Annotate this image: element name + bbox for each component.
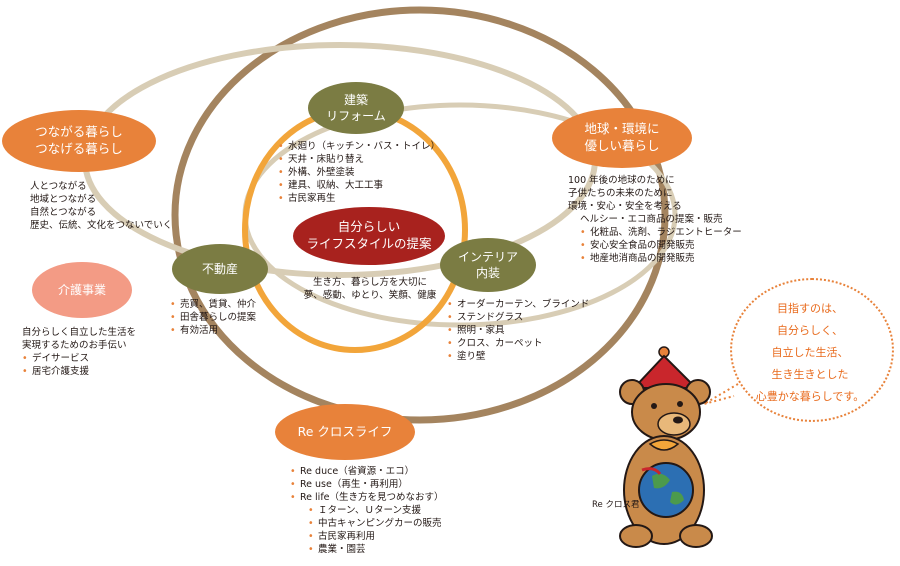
speech-tail	[703, 383, 739, 405]
list-item: クロス、カーペット	[447, 337, 589, 350]
list-item: 田舎暮らしの提案	[170, 311, 256, 324]
recross-ellipse: Re クロスライフ	[275, 404, 415, 460]
text-line: 子供たちの未来のために	[568, 188, 673, 199]
bear-mascot-icon	[619, 346, 713, 548]
text-line: 実現するためのお手伝い	[22, 340, 127, 351]
list-item: 地産地消商品の開発販売	[580, 252, 742, 265]
list-item: 古民家再利用	[290, 530, 444, 543]
connect-title: つながる暮らし つなげる暮らし	[35, 124, 123, 156]
interior-list: オーダーカーテン、ブラインド ステンドグラス 照明・家具 クロス、カーペット 塗…	[447, 298, 589, 363]
list-item: 天井・床貼り替え	[278, 153, 440, 166]
list-item: 建具、収納、大工工事	[278, 179, 440, 192]
real-estate-title: 不動産	[201, 261, 238, 276]
list-item: 古民家再生	[278, 192, 440, 205]
text-line: 環境・安心・安全を考える	[568, 201, 682, 212]
recross-list: Re duce（省資源・エコ） Re use（再生・再利用） Re life（生…	[290, 465, 444, 556]
text-line: 地域とつながる	[30, 194, 97, 205]
recross-title: Re クロスライフ	[297, 423, 393, 439]
text-line: 自分らしく自立した生活を	[22, 327, 137, 338]
list-item: 外構、外壁塗装	[278, 166, 440, 179]
list-item: 塗り壁	[447, 350, 589, 363]
care-text: 自分らしく自立した生活を 実現するためのお手伝い デイサービス 居宅介護支援	[22, 326, 136, 378]
outer-ring	[171, 6, 669, 424]
list-item: 売買、賃貸、仲介	[170, 298, 256, 311]
speech-line: 心豊かな暮らしです。	[755, 390, 865, 403]
list-item: 化粧品、洗剤、ラジエントヒーター	[580, 226, 742, 239]
earth-ellipse: 地球・環境に 優しい暮らし	[552, 108, 692, 168]
connect-ellipse: つながる暮らし つなげる暮らし	[2, 110, 156, 172]
speech-text: 目指すのは、 自分らしく、 自立した生活、 生き生きとした 心豊かな暮らしです。	[740, 298, 880, 408]
connect-text: 人とつながる 地域とつながる 自然とつながる 歴史、伝統、文化をつないでいく	[30, 180, 172, 232]
care-ellipse: 介護事業	[32, 262, 132, 318]
care-title: 介護事業	[57, 282, 106, 297]
text-line: ヘルシー・エコ商品の提案・販売	[580, 214, 723, 225]
list-item: 居宅介護支援	[22, 365, 136, 378]
list-item: ステンドグラス	[447, 311, 589, 324]
list-item: 有効活用	[170, 324, 256, 337]
text-line: 自然とつながる	[30, 207, 97, 218]
text-line: 歴史、伝統、文化をつないでいく	[30, 220, 173, 231]
speech-line: 自立した生活、	[771, 346, 849, 359]
real-estate-ellipse: 不動産	[172, 244, 268, 294]
center-line: 夢、感動、ゆとり、笑顔、健康	[303, 290, 437, 301]
renovation-list: 水廻り（キッチン・バス・トイレ） 天井・床貼り替え 外構、外壁塗装 建具、収納、…	[278, 140, 440, 205]
center-title: 自分らしい ライフスタイルの提案	[306, 219, 432, 251]
center-line: 生き方、暮らし方を大切に	[312, 277, 427, 288]
interior-ellipse: インテリア 内装	[440, 238, 536, 292]
earth-text: 100 年後の地球のために 子供たちの未来のために 環境・安心・安全を考える ヘ…	[568, 174, 742, 265]
list-item: 照明・家具	[447, 324, 589, 337]
list-item: デイサービス	[22, 352, 136, 365]
mascot-label: Re クロス君	[592, 500, 640, 510]
speech-line: 自分らしく、	[777, 324, 843, 337]
text-line: 人とつながる	[30, 181, 87, 192]
list-item: 中古キャンピングカーの販売	[290, 517, 444, 530]
earth-list: 化粧品、洗剤、ラジエントヒーター 安心安全食品の開発販売 地産地消商品の開発販売	[568, 226, 742, 265]
speech-bubble	[730, 278, 894, 422]
renovation-title: 建築 リフォーム	[326, 92, 386, 123]
speech-line: 生き生きとした	[771, 368, 849, 381]
care-list: デイサービス 居宅介護支援	[22, 352, 136, 378]
center-lines: 生き方、暮らし方を大切に 夢、感動、ゆとり、笑顔、健康	[295, 276, 445, 302]
list-item: 農業・園芸	[290, 543, 444, 556]
list-item: オーダーカーテン、ブラインド	[447, 298, 589, 311]
list-item: Re use（再生・再利用）	[290, 478, 444, 491]
speech-line: 目指すのは、	[777, 302, 843, 315]
list-item: Ｉターン、Ｕターン支援	[290, 504, 444, 517]
list-item: 安心安全食品の開発販売	[580, 239, 742, 252]
text-line: 100 年後の地球のために	[568, 175, 675, 186]
center-ellipse: 自分らしい ライフスタイルの提案	[293, 207, 445, 265]
list-item: Re life（生き方を見つめなおす）	[290, 491, 444, 504]
list-item: 水廻り（キッチン・バス・トイレ）	[278, 140, 440, 153]
earth-title: 地球・環境に 優しい暮らし	[584, 121, 660, 153]
list-item: Re duce（省資源・エコ）	[290, 465, 444, 478]
renovation-ellipse: 建築 リフォーム	[308, 82, 404, 134]
interior-title: インテリア 内装	[457, 249, 518, 280]
real-estate-list: 売買、賃貸、仲介 田舎暮らしの提案 有効活用	[170, 298, 256, 337]
